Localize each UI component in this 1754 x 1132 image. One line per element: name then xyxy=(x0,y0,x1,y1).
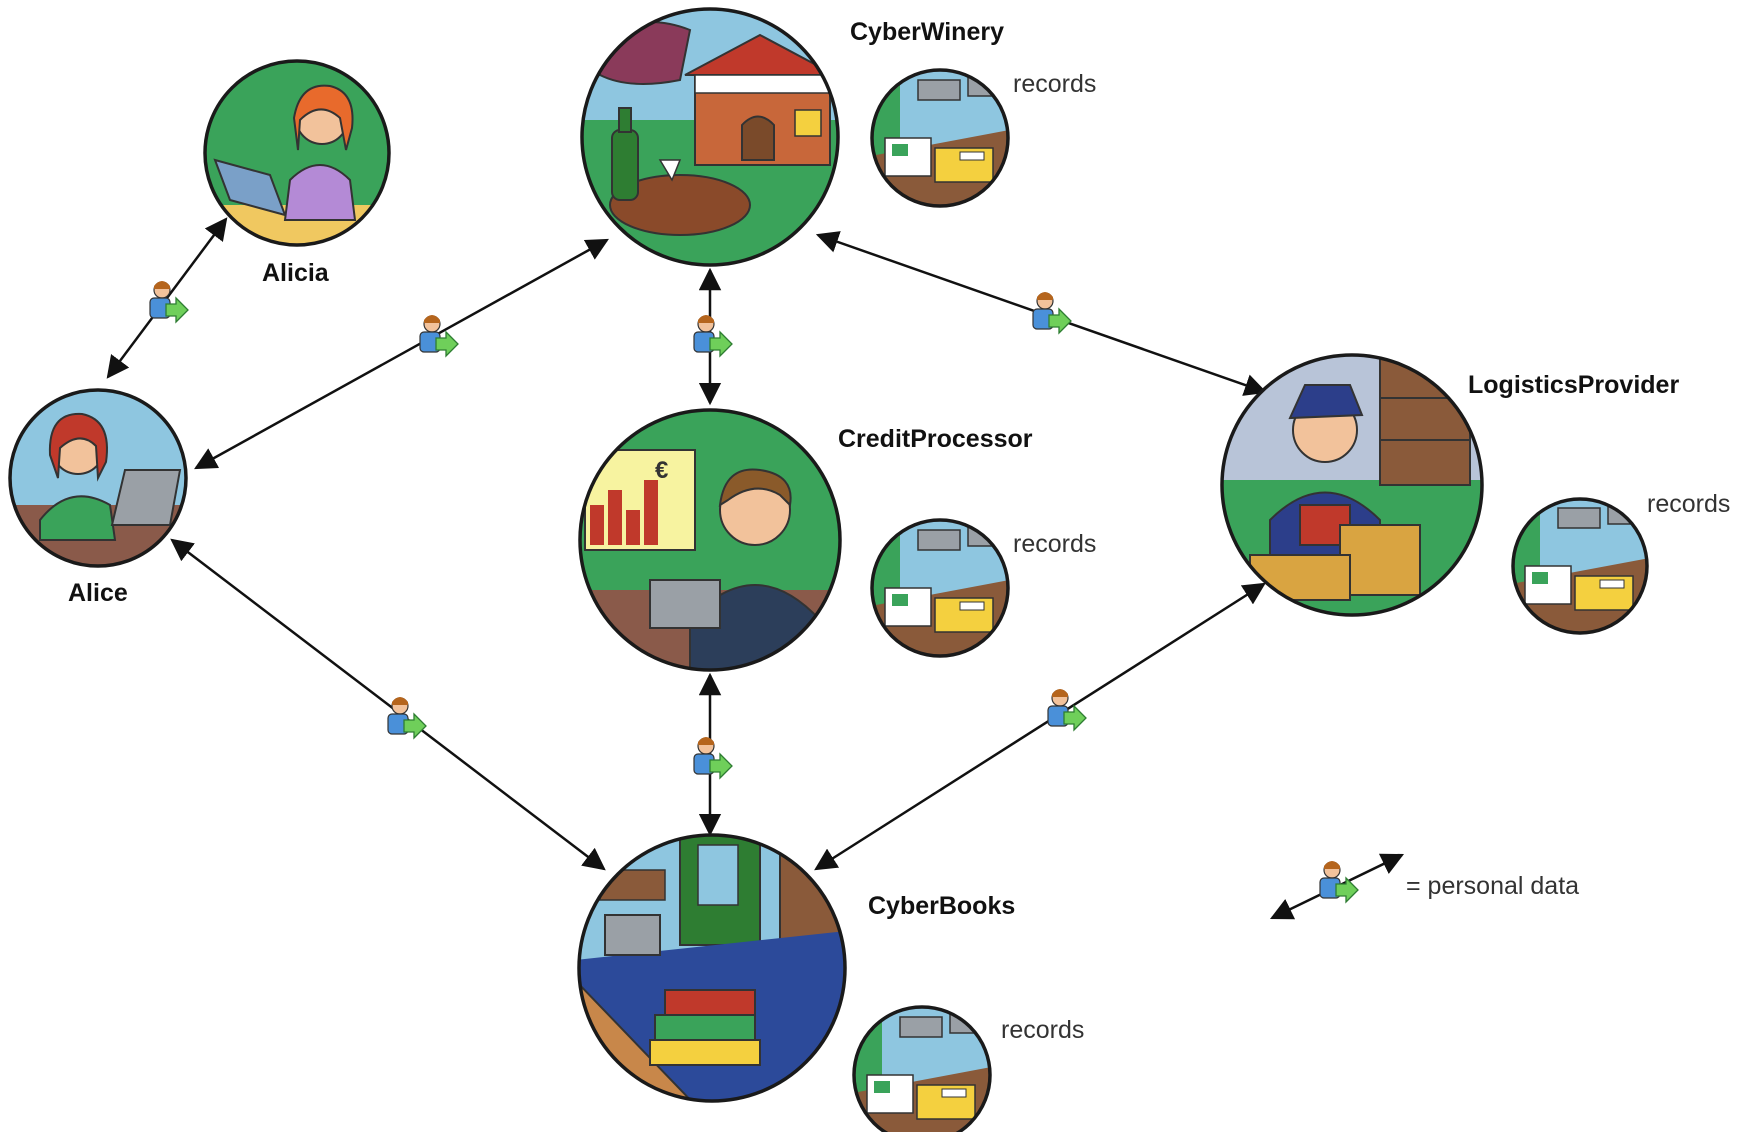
alice-circle xyxy=(8,388,188,568)
creditprocessor-illustration: € xyxy=(580,410,840,670)
alicia-circle xyxy=(203,59,391,247)
creditprocessor-label: CreditProcessor xyxy=(838,425,1033,453)
alice-node: Alice xyxy=(8,388,188,607)
alice-label: Alice xyxy=(68,579,128,607)
arrow-alice-cyberwinery xyxy=(194,238,609,470)
records-group-creditprocessor: records xyxy=(870,518,1096,658)
arrow-logistics-cyberbooks xyxy=(814,582,1266,871)
cyberwinery-label: CyberWinery xyxy=(850,18,1004,46)
person-with-green-arrow-icon xyxy=(1047,688,1087,731)
person-with-green-arrow-icon xyxy=(387,696,427,739)
person-with-green-arrow-icon xyxy=(419,314,459,357)
alice-illustration xyxy=(10,390,186,566)
cyberbooks-node: CyberBooks xyxy=(577,833,1015,1103)
records-group-cyberwinery: records xyxy=(870,68,1096,208)
cyberwinery-circle xyxy=(580,7,840,267)
records-label: records xyxy=(1001,1016,1084,1044)
records-icon xyxy=(872,520,1008,656)
person-with-green-arrow-icon xyxy=(693,736,733,779)
arrow-alice-cyberbooks xyxy=(170,538,606,871)
alicia-node: Alicia xyxy=(203,59,391,287)
creditprocessor-circle xyxy=(578,408,842,672)
cyberbooks-label: CyberBooks xyxy=(868,892,1015,920)
cyberbooks-circle xyxy=(577,833,847,1103)
alicia-label: Alicia xyxy=(262,259,330,287)
alicia-illustration xyxy=(205,61,389,245)
creditprocessor-node: € CreditProcessor xyxy=(578,408,1033,672)
logisticsprovider-circle xyxy=(1220,353,1484,617)
records-icon xyxy=(1513,499,1647,633)
legend-label: = personal data xyxy=(1406,872,1579,900)
person-with-green-arrow-icon xyxy=(693,314,733,357)
records-label: records xyxy=(1647,490,1730,518)
logisticsprovider-label: LogisticsProvider xyxy=(1468,371,1679,399)
person-with-green-arrow-icon xyxy=(1032,291,1072,334)
legend: = personal data xyxy=(1269,853,1579,920)
cyberbooks-illustration xyxy=(579,835,845,1101)
person-with-green-arrow-icon xyxy=(149,280,189,323)
svg-text:€: € xyxy=(655,457,668,484)
records-label: records xyxy=(1013,70,1096,98)
person-with-green-arrow-icon xyxy=(1319,860,1359,903)
records-group-cyberbooks: records xyxy=(852,1005,1084,1132)
records-icon xyxy=(872,70,1008,206)
records-group-logisticsprovider: records xyxy=(1511,490,1730,635)
records-label: records xyxy=(1013,530,1096,558)
